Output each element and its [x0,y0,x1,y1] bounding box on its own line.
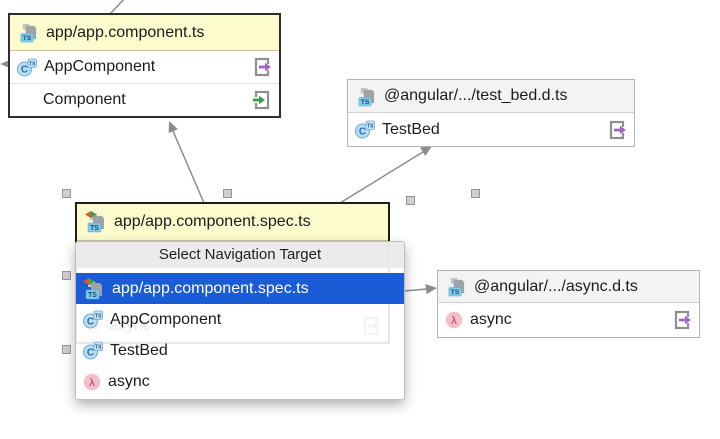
import-arrow-icon[interactable] [252,89,272,111]
node-async-dts[interactable]: @angular/.../async.d.ts async [437,270,700,338]
lambda-icon [83,373,101,391]
spec-file-icon [83,277,105,301]
class-icon [83,310,103,329]
node-test-bed-dts[interactable]: @angular/.../test_bed.d.ts TestBed [347,79,635,147]
icon-placeholder [17,91,36,110]
class-icon [17,58,37,77]
selection-handle[interactable] [406,196,415,205]
node-title: app/app.component.ts [46,23,205,41]
node-app-component-ts[interactable]: app/app.component.ts AppComponent Compon… [8,13,281,118]
member-row[interactable]: Component [10,83,279,116]
export-arrow-icon[interactable] [252,56,272,78]
export-arrow-icon[interactable] [672,309,692,331]
member-row[interactable]: AppComponent [10,51,279,83]
popup-item-testbed[interactable]: TestBed [76,335,404,366]
popup-item-label: async [108,372,150,390]
member-label: TestBed [382,120,440,138]
selection-handle[interactable] [471,189,480,198]
edge-spec-to-component[interactable] [168,121,205,204]
selection-handle[interactable] [62,271,71,280]
popup-item-label: app/app.component.spec.ts [112,279,309,297]
popup-title: Select Navigation Target [76,242,404,268]
member-label: AppComponent [44,58,156,75]
popup-list: app/app.component.spec.ts AppComponent T… [76,273,404,397]
ts-file-icon [356,85,377,108]
popup-item-label: TestBed [110,341,168,359]
edge-spec-to-async[interactable] [403,284,437,294]
member-row[interactable]: async [438,303,699,337]
class-icon [355,120,375,139]
ts-file-icon [18,21,39,44]
member-label: Component [43,91,126,108]
node-title: @angular/.../test_bed.d.ts [384,87,568,104]
selection-handle[interactable] [62,189,71,198]
member-label: async [470,311,512,328]
edge-component-to-offscreen-top[interactable] [109,0,127,15]
popup-item-spec-file[interactable]: app/app.component.spec.ts [76,273,404,304]
class-icon [83,341,103,360]
selection-handle[interactable] [62,345,71,354]
popup-item-appcomponent[interactable]: AppComponent [76,304,404,335]
spec-file-icon [85,210,107,234]
selection-handle[interactable] [223,189,232,198]
edge-spec-to-testbed[interactable] [339,146,432,204]
export-arrow-icon[interactable] [607,119,627,141]
member-row[interactable]: TestBed [348,113,634,146]
popup-item-label: AppComponent [110,310,222,328]
node-title: app/app.component.spec.ts [114,213,311,230]
popup-item-async[interactable]: async [76,366,404,397]
node-title: @angular/.../async.d.ts [474,277,638,295]
navigation-popup: Select Navigation Target app/app.compone… [75,241,405,400]
lambda-icon [445,311,463,329]
ts-file-icon [446,275,467,298]
